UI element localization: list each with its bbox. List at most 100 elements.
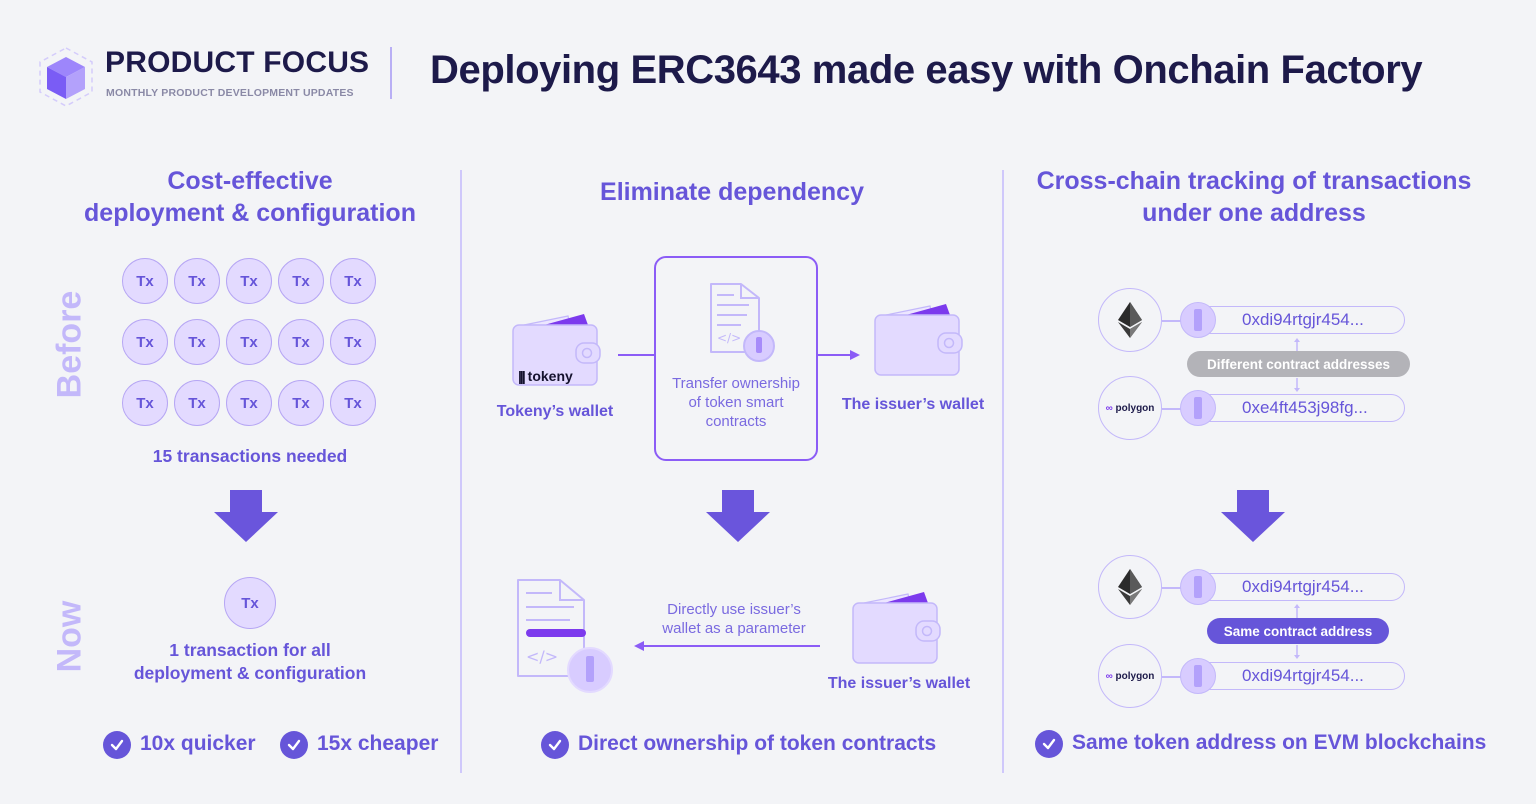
tx-circle: Tx bbox=[174, 319, 220, 365]
ethereum-icon bbox=[1098, 288, 1162, 352]
brand-subtitle: MONTHLY PRODUCT DEVELOPMENT UPDATES bbox=[106, 87, 354, 99]
same-address-badge: Same contract address bbox=[1207, 618, 1389, 644]
column-divider bbox=[1002, 170, 1004, 773]
tx-circle: Tx bbox=[226, 319, 272, 365]
check-icon bbox=[103, 731, 131, 759]
tx-circle: Tx bbox=[224, 577, 276, 629]
tx-circle: Tx bbox=[226, 258, 272, 304]
tokeny-logo: ||| tokeny bbox=[518, 368, 573, 384]
now-caption-line: deployment & configuration bbox=[133, 663, 367, 683]
polygon-address: 0xe4ft453j98fg... bbox=[1242, 398, 1368, 417]
section-title-line: deployment & configuration bbox=[84, 199, 416, 227]
cube-logo-icon bbox=[39, 47, 93, 107]
section-title: Cross-chain tracking of transactions und… bbox=[1004, 165, 1504, 229]
now-caption: 1 transaction for all deployment & confi… bbox=[90, 639, 410, 685]
svg-text:</>: </> bbox=[526, 647, 558, 666]
svg-text:</>: </> bbox=[717, 331, 741, 345]
wallet-icon bbox=[852, 592, 941, 664]
tx-circle: Tx bbox=[278, 319, 324, 365]
different-address-badge: Different contract addresses bbox=[1187, 351, 1410, 377]
token-icon bbox=[1180, 569, 1216, 605]
address-pill bbox=[1190, 573, 1405, 601]
polygon-mark-icon: ∞ bbox=[1105, 402, 1113, 414]
benefit-label: 10x quicker bbox=[140, 732, 256, 755]
token-icon bbox=[1180, 658, 1216, 694]
polygon-logo: ∞ polygon bbox=[1106, 671, 1155, 682]
polygon-label: polygon bbox=[1115, 670, 1155, 682]
issuer-wallet-label: The issuer’s wallet bbox=[827, 675, 971, 692]
arrow-right-icon bbox=[818, 350, 860, 360]
arrow-down-icon bbox=[1294, 378, 1300, 392]
section-title: Cost-effective deployment & configuratio… bbox=[40, 165, 460, 229]
down-arrow-icon bbox=[1221, 490, 1285, 542]
connector-line bbox=[1162, 676, 1182, 678]
arrow-left-icon bbox=[634, 641, 820, 651]
benefit-label: Same token address on EVM blockchains bbox=[1072, 731, 1487, 754]
direct-text-line: wallet as a parameter bbox=[662, 620, 806, 637]
page-title: Deploying ERC3643 made easy with Onchain… bbox=[430, 48, 1423, 92]
tx-circle: Tx bbox=[278, 380, 324, 426]
tokeny-brand-text: tokeny bbox=[527, 368, 573, 384]
column-divider bbox=[460, 170, 462, 773]
address-pill bbox=[1190, 662, 1405, 690]
ethereum-icon bbox=[1098, 555, 1162, 619]
down-arrow-icon bbox=[214, 490, 278, 542]
tokeny-mark-icon: ||| bbox=[518, 368, 526, 384]
tx-circle: Tx bbox=[226, 380, 272, 426]
tx-circle: Tx bbox=[122, 380, 168, 426]
check-icon bbox=[280, 731, 308, 759]
check-icon bbox=[541, 731, 569, 759]
now-label: Now bbox=[50, 600, 89, 673]
ethereum-address: 0xdi94rtgjr454... bbox=[1242, 577, 1364, 596]
transfer-text-line: of token smart bbox=[688, 394, 784, 411]
now-caption-line: 1 transaction for all bbox=[169, 640, 331, 660]
connector-line bbox=[1162, 320, 1182, 322]
arrow-up-icon bbox=[1294, 338, 1300, 352]
polygon-label: polygon bbox=[1115, 402, 1155, 414]
down-arrow-icon bbox=[706, 490, 770, 542]
benefit-label: 15x cheaper bbox=[317, 732, 439, 755]
issuer-wallet-label: The issuer’s wallet bbox=[841, 396, 985, 413]
tx-circle: Tx bbox=[330, 380, 376, 426]
transfer-box bbox=[654, 256, 818, 461]
address-pill bbox=[1190, 394, 1405, 422]
transfer-text-line: Transfer ownership bbox=[672, 375, 800, 392]
header-divider bbox=[390, 47, 392, 99]
connector-line bbox=[1162, 587, 1182, 589]
section-title-line: under one address bbox=[1142, 199, 1366, 227]
connector-line bbox=[618, 354, 654, 356]
direct-text-line: Directly use issuer’s bbox=[667, 601, 801, 618]
contract-document-icon: </> bbox=[710, 283, 775, 362]
tokeny-wallet-label: Tokeny’s wallet bbox=[496, 403, 614, 420]
arrow-down-icon bbox=[1294, 645, 1300, 659]
tx-circle: Tx bbox=[330, 319, 376, 365]
wallet-icon bbox=[874, 304, 963, 376]
token-icon bbox=[1180, 390, 1216, 426]
contract-document-icon: </> bbox=[517, 579, 613, 693]
polygon-address: 0xdi94rtgjr454... bbox=[1242, 666, 1364, 685]
token-icon bbox=[1180, 302, 1216, 338]
address-pill bbox=[1190, 306, 1405, 334]
tx-circle: Tx bbox=[174, 258, 220, 304]
ethereum-address: 0xdi94rtgjr454... bbox=[1242, 310, 1364, 329]
arrow-up-icon bbox=[1294, 604, 1300, 618]
polygon-icon: ∞ polygon bbox=[1098, 376, 1162, 440]
polygon-logo: ∞ polygon bbox=[1106, 403, 1155, 414]
transfer-text: Transfer ownership of token smart contra… bbox=[658, 374, 814, 431]
direct-text: Directly use issuer’s wallet as a parame… bbox=[636, 600, 832, 638]
tx-circle: Tx bbox=[174, 380, 220, 426]
cost-section: Cost-effective deployment & configuratio… bbox=[0, 0, 460, 804]
tx-circle: Tx bbox=[122, 258, 168, 304]
before-label: Before bbox=[50, 290, 89, 399]
before-caption: 15 transactions needed bbox=[152, 446, 348, 466]
tx-circle: Tx bbox=[278, 258, 324, 304]
polygon-mark-icon: ∞ bbox=[1105, 670, 1113, 682]
wallet-icon bbox=[512, 314, 601, 386]
section-title-line: Cross-chain tracking of transactions bbox=[1036, 167, 1472, 195]
transfer-text-line: contracts bbox=[705, 413, 767, 430]
tx-circle: Tx bbox=[330, 258, 376, 304]
connector-line bbox=[1162, 408, 1182, 410]
tx-circle: Tx bbox=[122, 319, 168, 365]
section-title-line: Cost-effective bbox=[167, 167, 333, 195]
check-icon bbox=[1035, 730, 1063, 758]
